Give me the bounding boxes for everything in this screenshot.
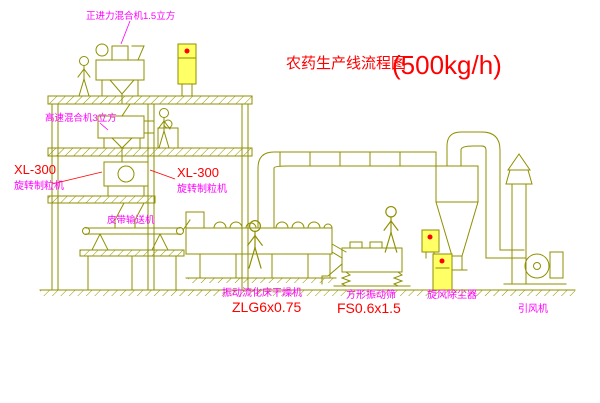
label-screen-name: 方形振动筛 [346,288,396,301]
diagram-capacity: (500kg/h) [392,50,502,80]
building-structure [47,95,253,291]
indicator-light [439,258,445,264]
label-top-mixer: 正进力混合机1.5立方 [86,10,175,22]
label-dryer-name: 振动流化床干燥机 [222,286,302,299]
control-cabinet-mid [421,229,440,259]
belt-conveyor-machine [79,219,191,291]
label-granulator-left-name: 旋转制粒机 [14,179,64,192]
cyclone-separator [435,165,479,271]
leader-lines [51,20,176,185]
label-screen-model: FS0.6x1.5 [337,300,401,316]
ground [39,289,576,296]
label-cyclone-name: 旋风除尘器 [427,288,477,301]
induced-draft-fan [503,251,567,285]
label-granulator-left-model: XL-300 [14,162,56,177]
diagram-title: 农药生产线流程图 [286,55,406,72]
label-dryer-model: ZLG6x0.75 [232,299,301,315]
indicator-light [184,48,190,54]
exhaust-stack [505,153,533,285]
control-cabinet-bottom [432,253,453,291]
label-granulator-right-model: XL-300 [177,165,219,180]
exhaust-duct [257,151,437,229]
label-granulator-right-name: 旋转制粒机 [177,182,227,195]
outlet-duct [446,131,527,259]
high-speed-mixer-machine [97,103,155,163]
label-fan-name: 引风机 [518,302,548,315]
top-mixer-machine [95,43,145,105]
worker-figure-4 [383,205,399,253]
label-belt-conveyor: 皮带输送机 [107,214,155,226]
label-high-speed-mixer: 高速混合机3立方 [45,112,117,124]
rotary-granulator-machine [103,161,149,228]
control-cabinet-top [177,43,197,97]
vibrating-screen-machine [321,241,411,287]
fluid-bed-dryer-machine [185,211,347,283]
indicator-light [427,234,433,240]
worker-figure-1 [77,56,91,97]
